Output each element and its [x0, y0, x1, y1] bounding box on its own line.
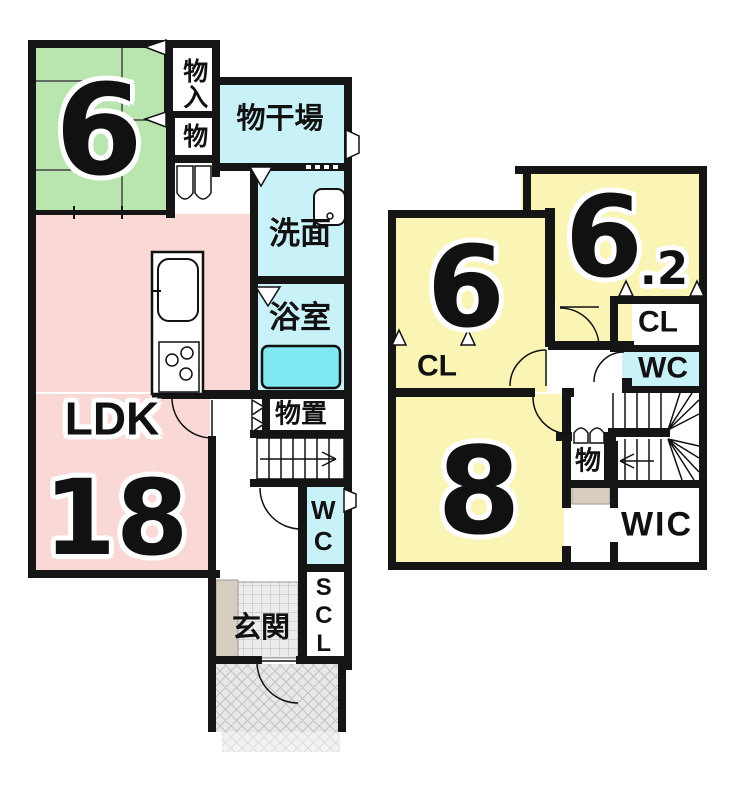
tatami-size-label: 6 [55, 56, 143, 204]
bifold-doors [176, 165, 605, 444]
wic-step [571, 485, 611, 505]
exterior-door-icon [345, 128, 360, 161]
stove-burner-icon [179, 367, 193, 381]
partition-ticks [73, 206, 123, 219]
porch-step [222, 732, 340, 752]
kitchen [150, 250, 205, 396]
room-wc-2f [622, 350, 701, 388]
tatami-lines [36, 48, 166, 210]
door-markers [142, 38, 706, 514]
closet-slider-icon [142, 38, 167, 57]
wc-2f-label: WC [638, 351, 688, 385]
wic-label: WIC [620, 505, 694, 544]
room8-door-arc [532, 396, 571, 435]
door-arcs [171, 306, 625, 704]
stairs-first-floor [256, 437, 345, 480]
walls-second-floor [388, 166, 707, 570]
bathtub [260, 344, 342, 390]
stove-burner-icon [165, 353, 179, 367]
stove-burner-icon [180, 346, 194, 360]
stairs-up-arrow [321, 451, 337, 467]
room-ldk-upper [34, 214, 252, 392]
room-fills [32, 44, 701, 752]
wc2f-door-arc [593, 351, 625, 383]
ldk-size-label: 18 [43, 456, 189, 579]
storage-label: 物置 [274, 398, 328, 429]
entrance-label: 玄関 [231, 612, 291, 645]
ldk-door-arc [171, 397, 213, 439]
walls-first-floor [28, 40, 352, 732]
room-drying-area [216, 83, 344, 165]
scl-label: SCL [310, 574, 338, 658]
stairs-second-floor [612, 392, 700, 481]
storage-door-icon [251, 398, 266, 417]
cl-door-icon [390, 328, 408, 346]
mono-2f-label: 物 [574, 445, 602, 476]
stove [158, 341, 200, 393]
cl-door-icon [617, 279, 635, 297]
cl-door-icon [459, 328, 477, 346]
room6-size-label: 6 [427, 222, 505, 353]
cl-room6-label: CL [417, 349, 457, 383]
room-8 [394, 394, 564, 564]
closet-slider-icon [142, 110, 167, 129]
closet-monoire-label: 物入 [179, 58, 208, 110]
washroom-door-icon [248, 166, 274, 188]
drying-area-label: 物干場 [236, 103, 324, 136]
room-tatami-6 [32, 44, 168, 214]
closet-mono-label: 物 [179, 123, 208, 149]
stairs-down-arrow [619, 453, 635, 469]
room62-size-suffix: .2 [639, 242, 689, 296]
entrance-door-arc [256, 661, 299, 704]
bathroom-label: 浴室 [269, 300, 331, 336]
tatami-ldk-partition [34, 210, 168, 215]
room-wc-1f [305, 485, 344, 566]
wc-1f-label: WC [308, 495, 339, 557]
hall-door-arc [259, 487, 302, 530]
room8-size-label: 8 [437, 422, 521, 562]
room62-size-label: 6 [565, 172, 643, 303]
ldk-label: LDK [64, 392, 160, 445]
entrance-tile [237, 581, 301, 659]
washbasin-icon [313, 188, 346, 226]
kitchen-sink [157, 258, 199, 322]
cl-door-icon [688, 279, 706, 297]
washroom-label: 洗面 [269, 216, 331, 252]
room62-door-arc [559, 307, 600, 348]
storage-door-icon [251, 415, 266, 434]
room6-door-arc [509, 349, 547, 387]
wc-window-icon [343, 487, 357, 514]
cl-room62-label: CL [638, 305, 678, 339]
bathroom-door-icon [254, 286, 282, 308]
